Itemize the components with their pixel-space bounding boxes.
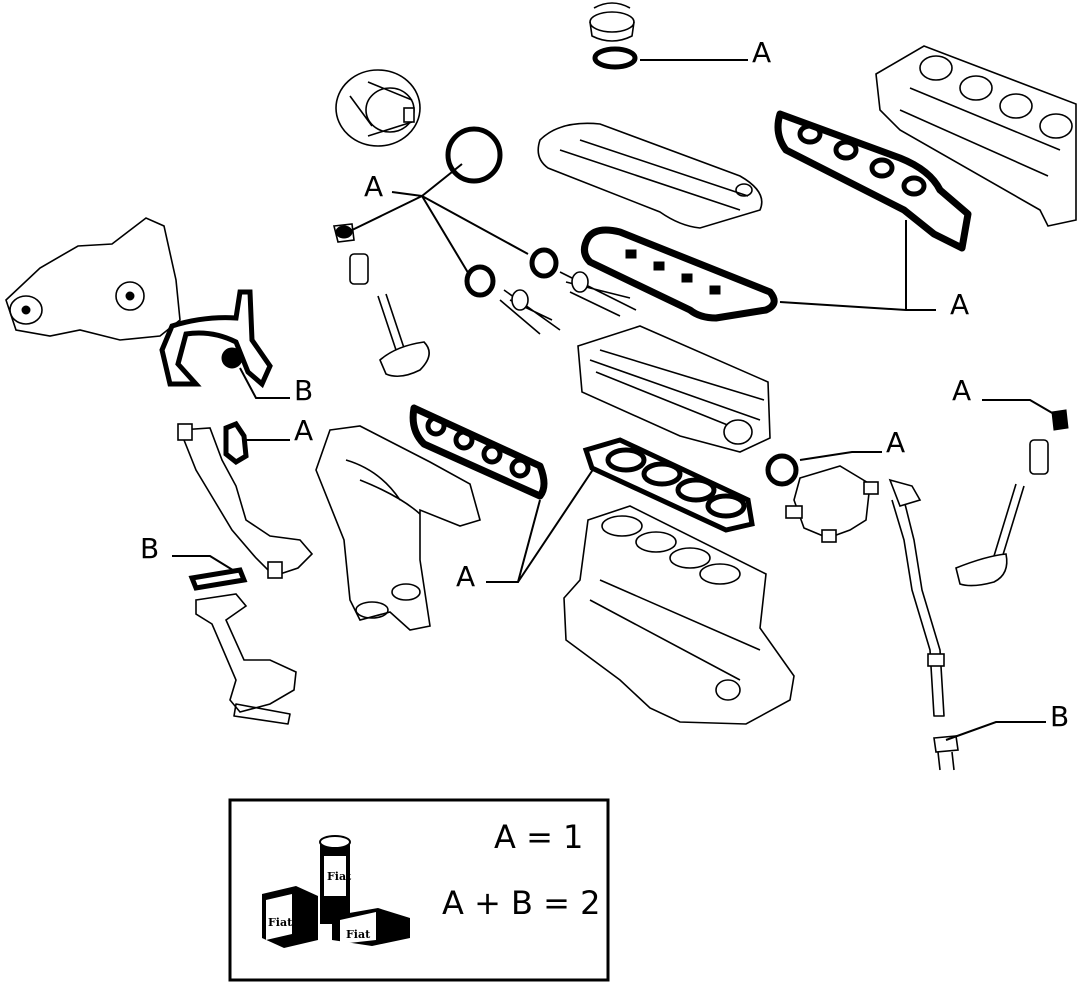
water-pump — [335, 69, 421, 147]
thermostat-gasket — [223, 420, 249, 466]
callout-b-timing-cover: B — [294, 374, 313, 407]
callout-b-bolt: B — [1050, 700, 1069, 733]
valve-stem-seal — [333, 223, 355, 243]
callout-a-thermostat: A — [294, 414, 313, 447]
can-brand-label: Fiat — [327, 870, 352, 883]
exhaust-manifold-gasket — [409, 404, 548, 500]
kit-box-left-icon: Fiat — [262, 886, 318, 948]
cylinder-head-gasket — [582, 437, 755, 533]
timing-cover-seal — [221, 347, 243, 369]
oil-pickup-gasket — [188, 567, 248, 591]
legend-line-a: A = 1 — [494, 818, 583, 856]
intake-manifold-gasket — [774, 110, 972, 252]
valve-right — [955, 483, 1025, 587]
box-right-brand-label: Fiat — [346, 928, 371, 941]
intake-manifold — [875, 45, 1077, 227]
hydraulic-tappet — [349, 253, 369, 285]
cylinder-head-cover — [537, 122, 763, 229]
valve-left — [377, 293, 430, 378]
legend-box: Fiat Fiat Fiat A = 1 A + B = 2 — [228, 798, 610, 982]
crankshaft-front-seal — [445, 126, 503, 184]
bolt — [933, 735, 959, 771]
callout-a-coolant-housing: A — [886, 426, 905, 459]
camshafts — [499, 271, 637, 335]
engine-block — [563, 505, 795, 725]
legend-line-a-plus-b: A + B = 2 — [442, 884, 601, 922]
coolant-pipe — [177, 423, 314, 579]
callout-a-head-gasket: A — [456, 560, 475, 593]
callout-a-seals: A — [364, 170, 383, 203]
sealant-can-icon: Fiat — [319, 835, 352, 924]
valve-stem-seal-right — [1051, 409, 1069, 431]
oil-filler-cap — [589, 2, 635, 42]
exhaust-manifold — [315, 425, 481, 631]
head-cover-gasket — [581, 226, 778, 322]
filler-cap-seal — [592, 46, 638, 70]
cylinder-head — [577, 325, 771, 453]
tappet-right — [1029, 439, 1049, 475]
coolant-housing — [785, 465, 879, 543]
camshaft-seal-right — [529, 247, 559, 279]
dipstick-tube — [888, 478, 945, 717]
callout-a-filler-cap: A — [752, 36, 771, 69]
callout-a-right-valve: A — [952, 374, 971, 407]
oil-pickup — [195, 593, 297, 725]
leader-lines — [172, 59, 1055, 741]
box-left-brand-label: Fiat — [268, 916, 293, 929]
callout-b-oil-pickup: B — [140, 532, 159, 565]
coolant-housing-seal — [765, 453, 799, 487]
camshaft-seal-left — [464, 264, 496, 298]
callout-a-intake-gaskets: A — [950, 288, 969, 321]
kit-box-right-icon: Fiat — [332, 908, 410, 946]
oil-pump — [5, 217, 181, 341]
